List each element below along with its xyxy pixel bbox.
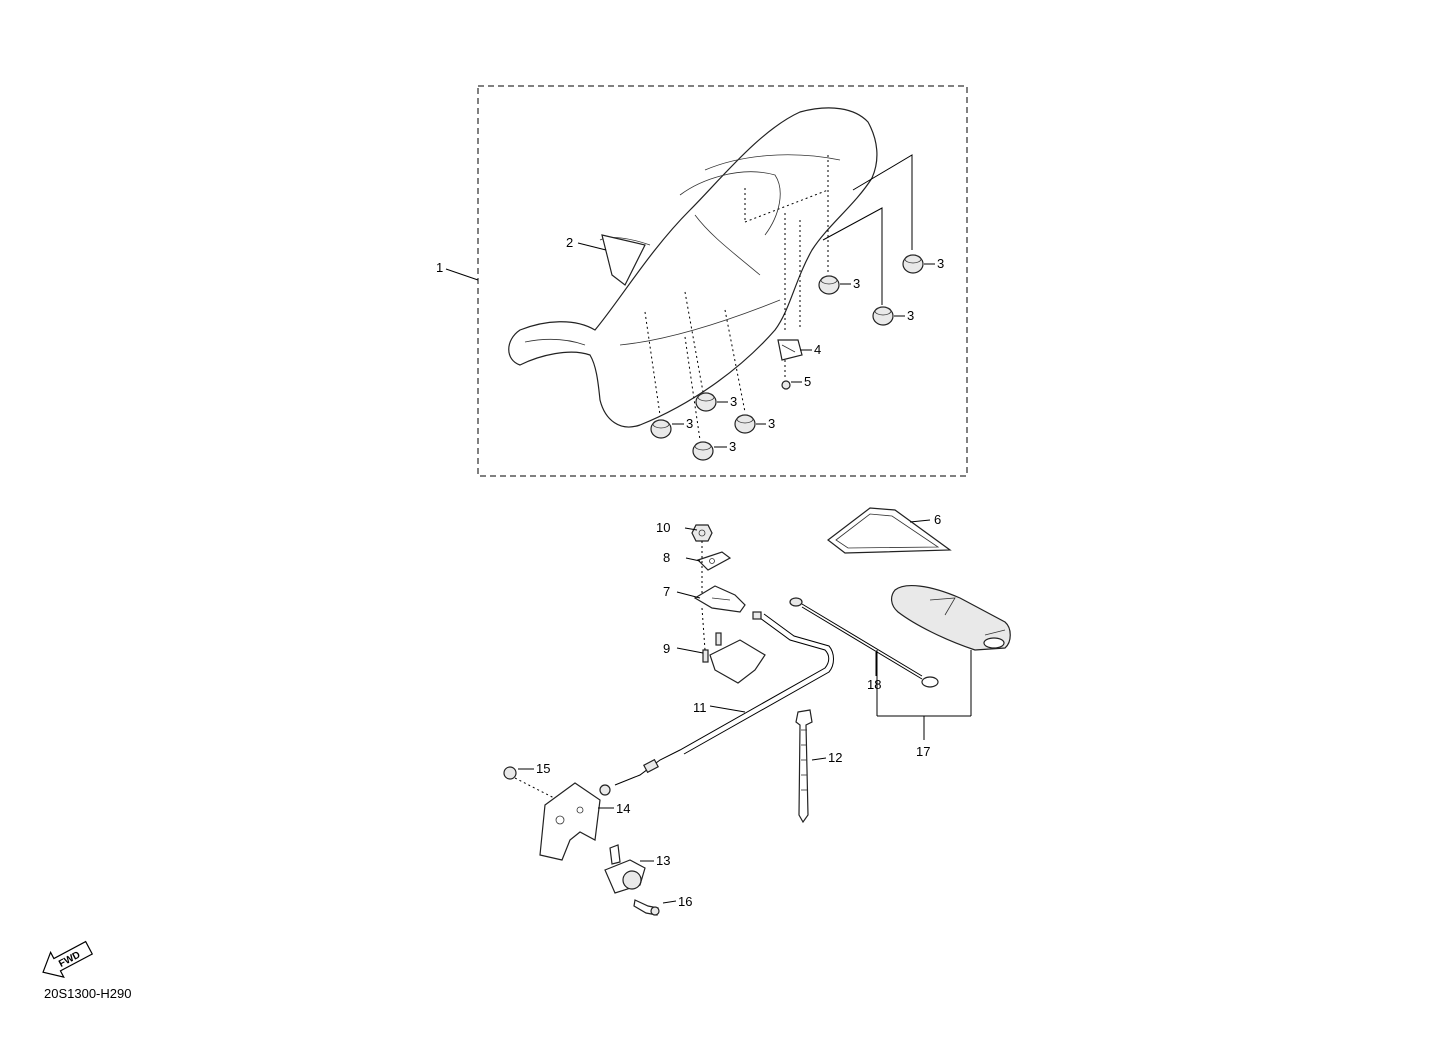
damper-mount-lines [644, 155, 829, 441]
damper-front-b[interactable] [650, 419, 672, 439]
callout-18: 18 [867, 677, 881, 692]
damper-front-a[interactable] [695, 392, 717, 412]
cable-tie[interactable] [795, 709, 813, 824]
damper-front-c[interactable] [734, 414, 756, 434]
callout-12: 12 [828, 750, 842, 765]
callout-10: 10 [656, 520, 670, 535]
seat-group-callout-leaders [445, 242, 935, 448]
callout-17: 17 [916, 744, 930, 759]
callout-14: 14 [616, 801, 630, 816]
callout-15: 15 [536, 761, 550, 776]
callout-3-right-low: 3 [907, 308, 914, 323]
damper-right-low[interactable] [872, 306, 894, 326]
forward-arrow-text: FWD [57, 950, 82, 970]
callout-7: 7 [663, 584, 670, 599]
callout-2: 2 [566, 235, 573, 250]
callout-3-front-b: 3 [686, 416, 693, 431]
callout-1: 1 [436, 260, 443, 275]
lock-cylinder[interactable] [604, 844, 646, 894]
bracket-bolt[interactable] [781, 380, 791, 390]
damper-right-top[interactable] [902, 254, 924, 274]
callout-6: 6 [934, 512, 941, 527]
damper-leader-lines [822, 154, 913, 305]
callout-3-right-top: 3 [937, 256, 944, 271]
seat-part[interactable] [508, 107, 878, 428]
kit-bracket-lines [876, 650, 972, 740]
callout-3-right-mid: 3 [853, 276, 860, 291]
callout-8: 8 [663, 550, 670, 565]
seat-lock-cable[interactable] [599, 611, 834, 796]
callout-13: 13 [656, 853, 670, 868]
lower-callout-leaders [518, 519, 931, 904]
helmet-wire[interactable] [789, 597, 939, 688]
seat-bracket[interactable] [777, 339, 803, 361]
lock-bracket[interactable] [539, 782, 601, 861]
forward-arrow-icon: FWD [42, 940, 94, 978]
callout-5: 5 [804, 374, 811, 389]
lock-bolt[interactable] [503, 766, 559, 801]
drawing-code: 20S1300-H290 [44, 986, 131, 1001]
callout-3-front-a: 3 [730, 394, 737, 409]
callout-11: 11 [693, 700, 707, 715]
lock-dash-lines [701, 541, 706, 651]
tool-bag[interactable] [891, 585, 1011, 651]
nut[interactable] [691, 524, 713, 542]
damper-right-mid[interactable] [818, 275, 840, 295]
callout-16: 16 [678, 894, 692, 909]
seat-label-sticker[interactable] [601, 234, 646, 286]
lock-stay[interactable] [702, 632, 766, 684]
lock-screw[interactable] [633, 899, 660, 916]
callout-4: 4 [814, 342, 821, 357]
callout-9: 9 [663, 641, 670, 656]
callout-3-front-c: 3 [768, 416, 775, 431]
callout-3-front-d: 3 [729, 439, 736, 454]
callout-labels: 1 2 3 3 3 3 3 3 3 4 5 6 7 8 9 10 11 12 1… [436, 235, 944, 909]
seat-lock-hook[interactable] [693, 585, 746, 613]
holding-strap[interactable] [827, 507, 952, 554]
damper-front-d[interactable] [692, 441, 714, 461]
lock-plate[interactable] [696, 551, 732, 571]
seat-assembly-group-box [477, 85, 968, 477]
